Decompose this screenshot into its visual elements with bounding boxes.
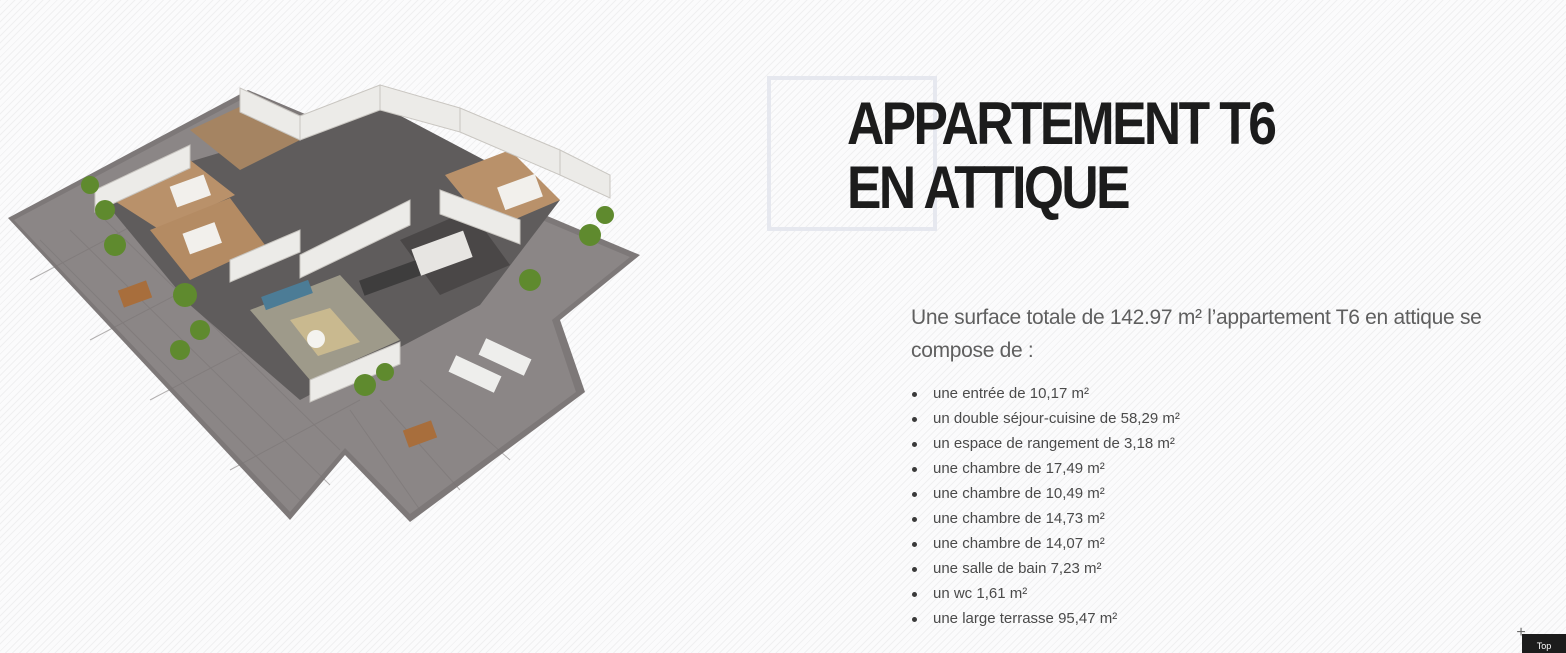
- back-to-top-button[interactable]: Top: [1522, 634, 1566, 653]
- room-item: un double séjour-cuisine de 58,29 m²: [911, 406, 1180, 431]
- room-item: une large terrasse 95,47 m²: [911, 606, 1180, 631]
- rooms-list: une entrée de 10,17 m² un double séjour-…: [911, 381, 1180, 631]
- plus-icon: +: [1516, 624, 1526, 641]
- title-decorative-frame: [767, 76, 937, 231]
- page-title: APPARTEMENT T6 EN ATTIQUE: [847, 90, 1277, 221]
- intro-text: Une surface totale de 142.97 m² l’appart…: [911, 306, 1482, 362]
- room-item: une chambre de 14,73 m²: [911, 506, 1180, 531]
- room-item: une entrée de 10,17 m²: [911, 381, 1180, 406]
- page-title-line-1: APPARTEMENT T6: [847, 90, 1277, 157]
- room-item: une chambre de 14,07 m²: [911, 531, 1180, 556]
- room-item: un espace de rangement de 3,18 m²: [911, 431, 1180, 456]
- floor-plan-image: [0, 80, 650, 530]
- room-item: une chambre de 10,49 m²: [911, 481, 1180, 506]
- room-item: une salle de bain 7,23 m²: [911, 556, 1180, 581]
- room-item: une chambre de 17,49 m²: [911, 456, 1180, 481]
- room-item: un wc 1,61 m²: [911, 581, 1180, 606]
- page-title-line-2: EN ATTIQUE: [847, 154, 1131, 221]
